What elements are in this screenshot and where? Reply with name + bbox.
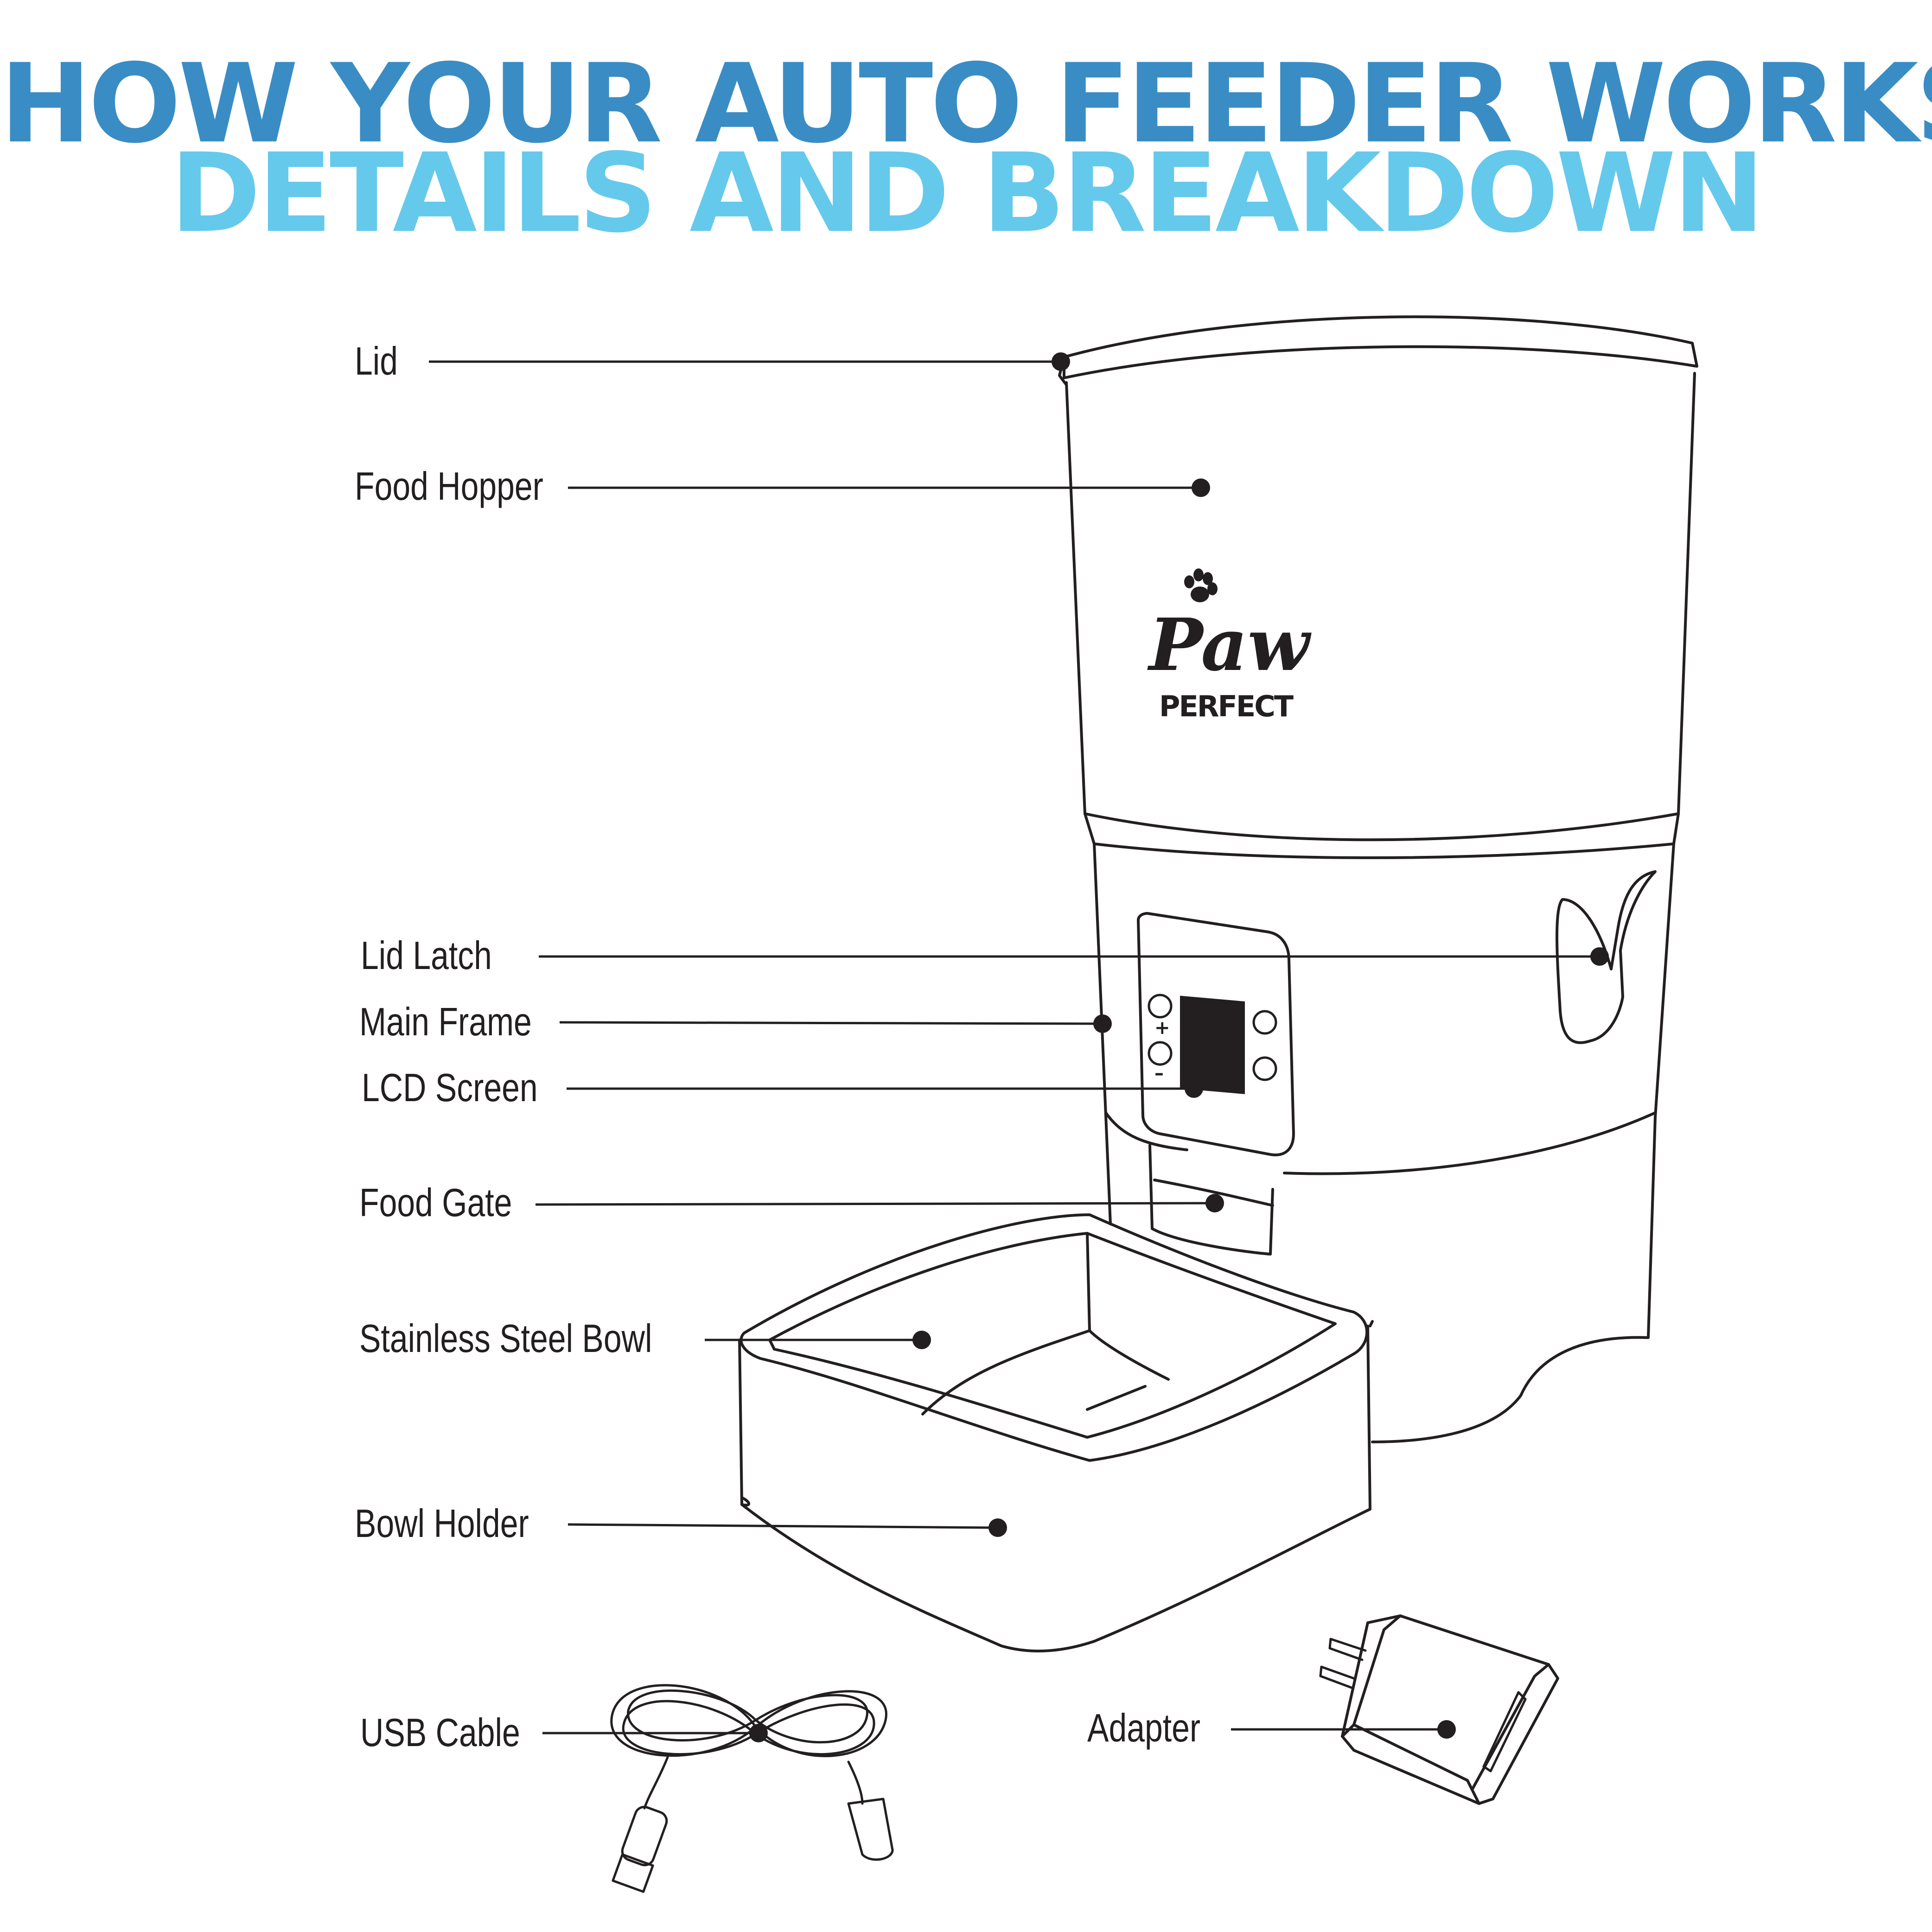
callout-dot-food-hopper: [1192, 478, 1210, 497]
callout-dot-adapter: [1437, 1720, 1456, 1739]
callout-dot-lcd-screen: [1185, 1079, 1203, 1098]
callout-dot-usb-cable: [749, 1724, 768, 1742]
label-lcd-screen: LCD Screen: [362, 1066, 538, 1110]
callout-dot-lid: [1052, 352, 1070, 371]
callout-dot-stainless-steel-bowl: [912, 1331, 931, 1349]
control-button-icon[interactable]: [1148, 1041, 1173, 1066]
label-usb-cable: USB Cable: [360, 1711, 520, 1755]
label-lid: Lid: [355, 339, 398, 383]
control-panel: + –: [1137, 912, 1295, 1156]
brand-logo-script: Paw: [1147, 602, 1312, 687]
label-food-hopper: Food Hopper: [355, 465, 543, 509]
plus-button-glyph: +: [1154, 1017, 1170, 1039]
lcd-screen-shape: [1180, 995, 1245, 1094]
power-adapter-icon: [1319, 1614, 1559, 1805]
control-button-icon[interactable]: [1252, 1056, 1277, 1081]
label-lid-latch: Lid Latch: [361, 934, 492, 978]
callout-dots: [749, 352, 1609, 1742]
label-stainless-steel-bowl: Stainless Steel Bowl: [359, 1317, 652, 1361]
usb-cable-icon: [610, 1684, 894, 1893]
label-bowl-holder: Bowl Holder: [355, 1502, 529, 1546]
main-frame-shape: [1093, 842, 1675, 1443]
label-adapter: Adapter: [1087, 1706, 1201, 1750]
callout-dot-main-frame: [1093, 1014, 1112, 1033]
control-button-icon[interactable]: [1252, 1010, 1277, 1035]
label-food-gate: Food Gate: [359, 1181, 512, 1225]
brand-logo-sub: PERFECT: [1159, 689, 1294, 723]
food-gate-shape: [1148, 1144, 1274, 1256]
lid-latch-shape: [1556, 870, 1657, 1044]
food-hopper-shape: [1065, 372, 1696, 859]
control-button-icon[interactable]: [1148, 994, 1173, 1019]
callout-dot-bowl-holder: [988, 1518, 1007, 1537]
leader-lines: [429, 360, 1600, 1734]
title-line-2: DETAILS AND BREAKDOWN: [170, 130, 1765, 257]
bowl-holder-shape: [738, 1320, 1374, 1652]
title-line-1: HOW YOUR AUTO FEEDER WORKS: [0, 41, 1932, 167]
paw-print-icon: [1184, 568, 1218, 602]
stainless-steel-bowl-shape: [740, 1213, 1369, 1462]
lid-shape: [1058, 315, 1698, 386]
minus-button-glyph: –: [1154, 1063, 1164, 1084]
callout-dot-food-gate: [1205, 1194, 1224, 1212]
callout-dot-lid-latch: [1590, 947, 1609, 966]
label-main-frame: Main Frame: [359, 1000, 532, 1044]
